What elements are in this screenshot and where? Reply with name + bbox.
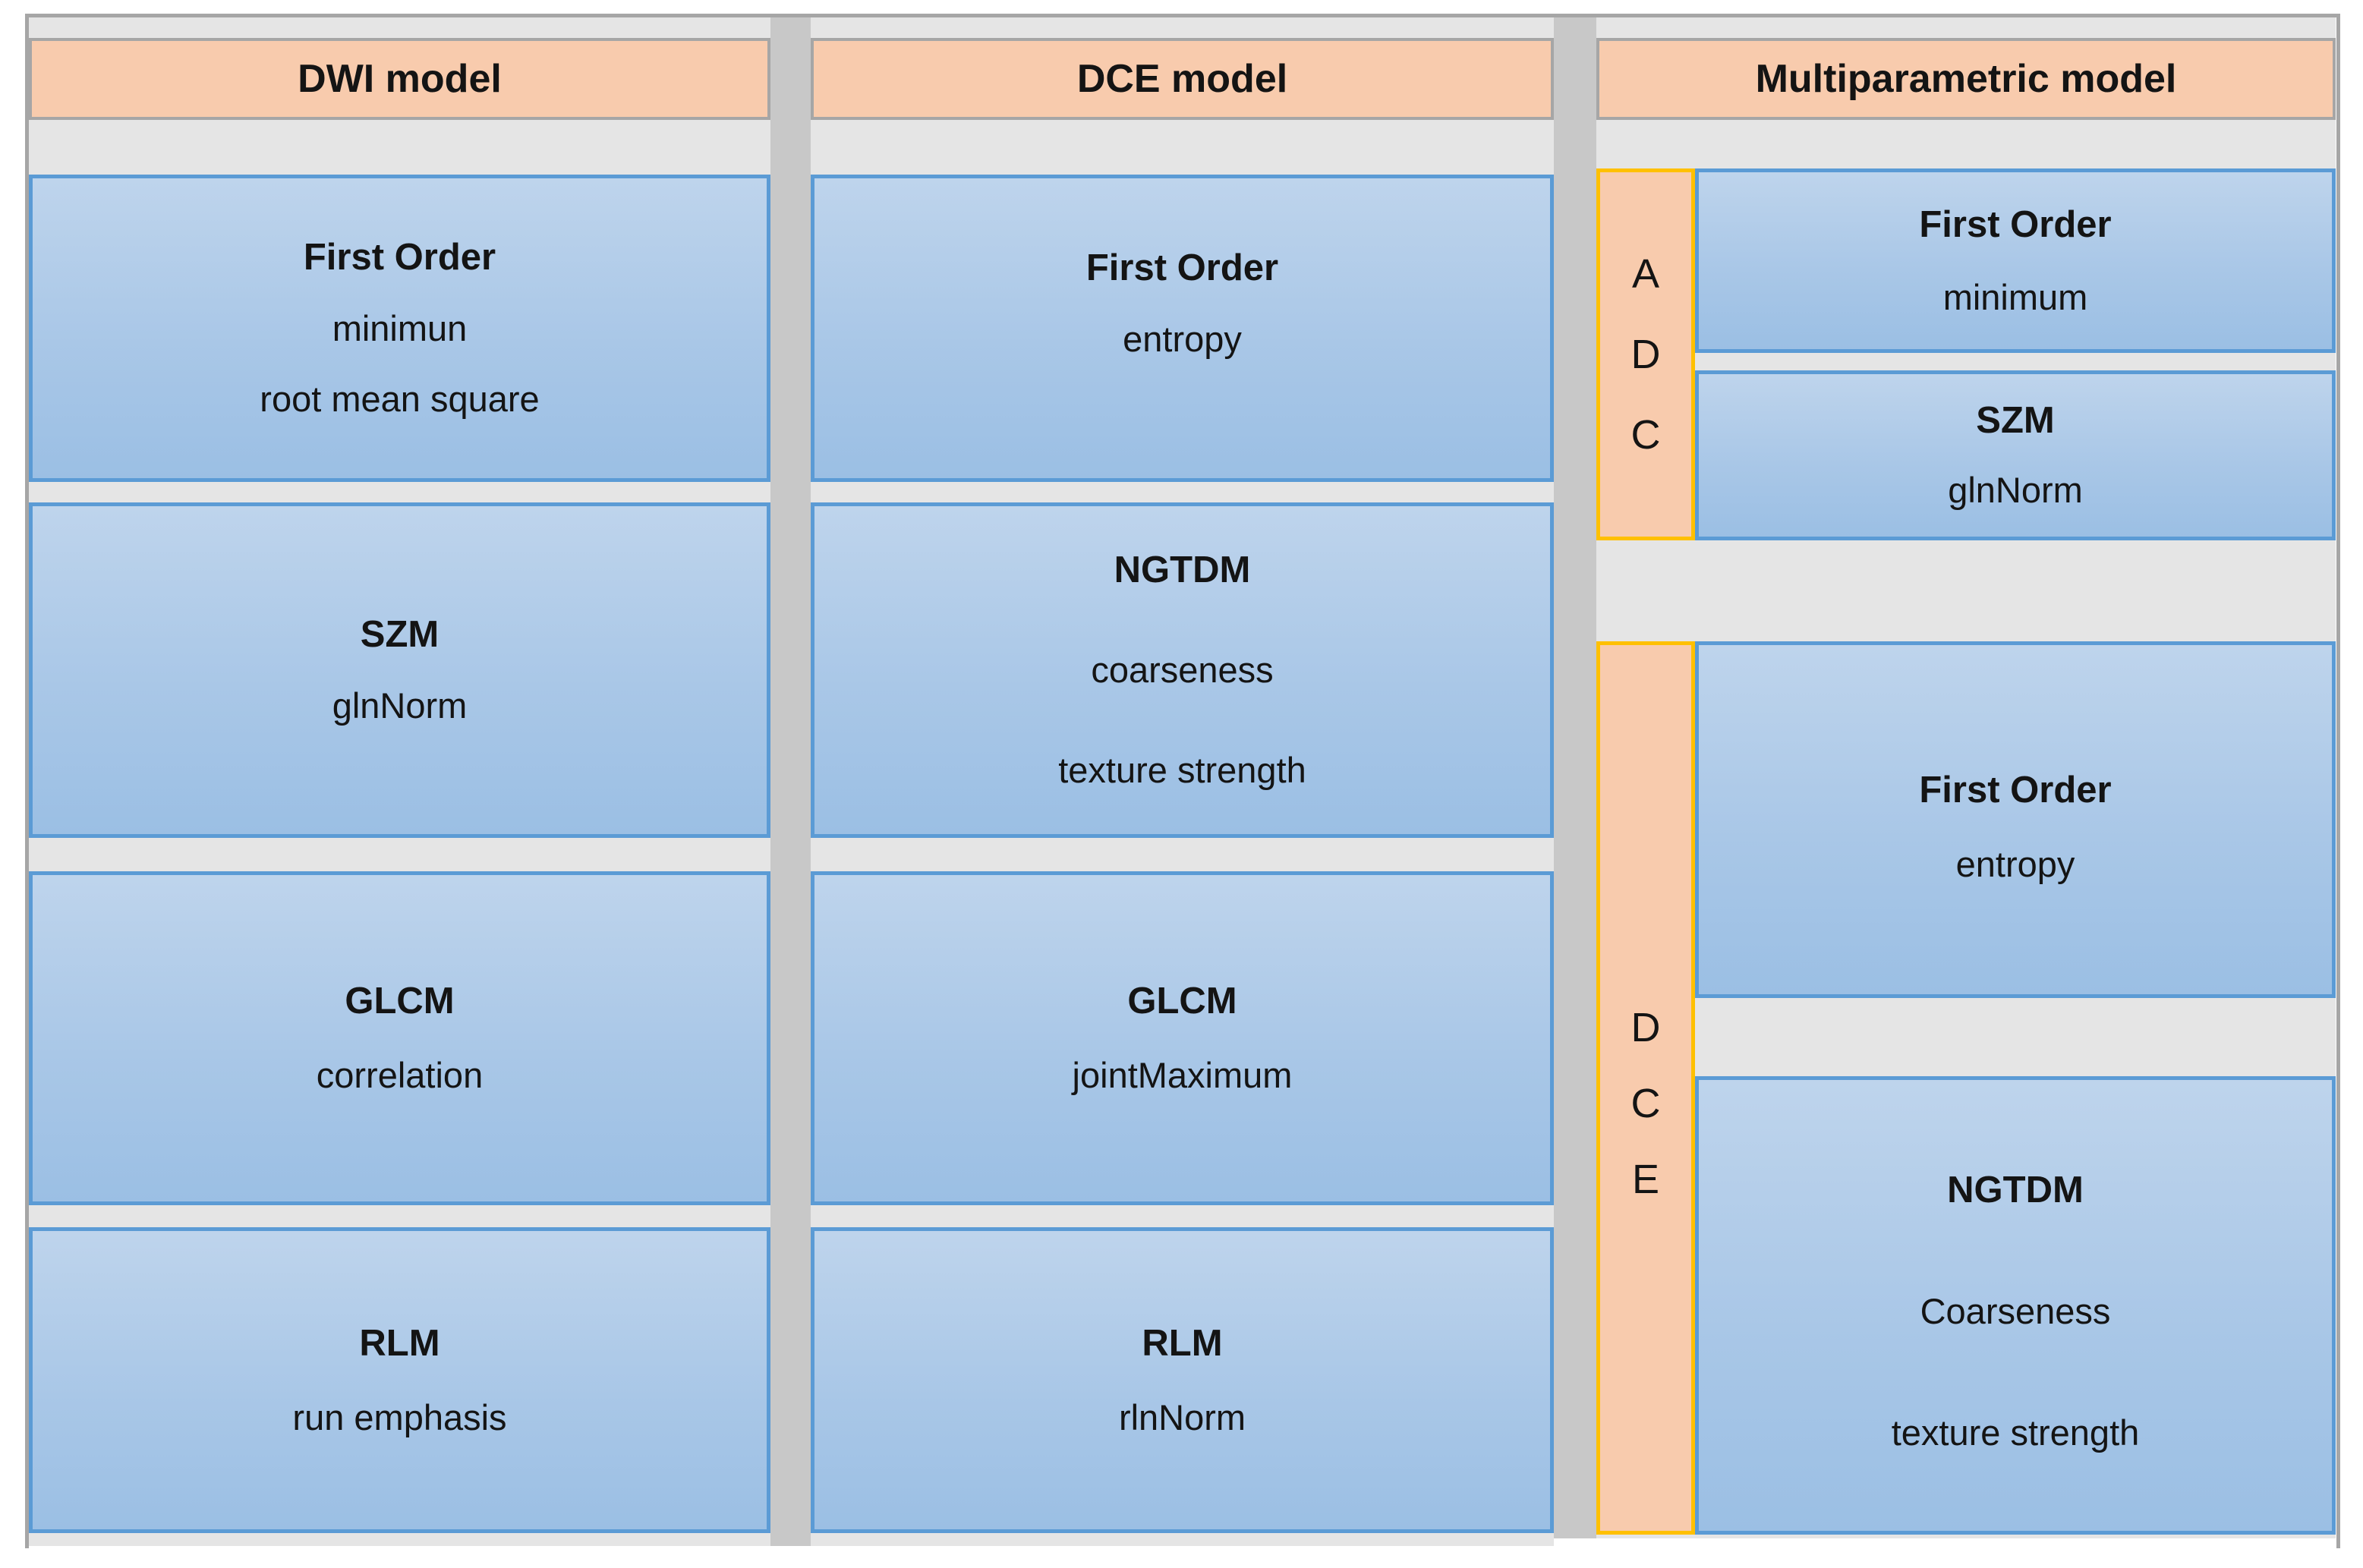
dce-letter-d: D: [1630, 1004, 1661, 1050]
dce-ngtdm-feature-1: coarseness: [1091, 650, 1274, 690]
dce-rlm-box: RLM rlnNorm: [811, 1227, 1554, 1533]
multiparametric-model-header: Multiparametric model: [1596, 38, 2336, 120]
dwi-first-order-box: First Order minimun root mean square: [29, 175, 770, 482]
dwi-rlm-title: RLM: [359, 1322, 440, 1364]
dce-rlm-feature-1: rlnNorm: [1118, 1396, 1246, 1437]
dce-ngtdm-title: NGTDM: [1114, 549, 1251, 590]
dce-ngtdm-feature-2: texture strength: [1058, 750, 1306, 790]
dce-modality-strip: D C E: [1596, 641, 1695, 1535]
dwi-first-order-title: First Order: [303, 237, 496, 278]
mp-adc-szm-box: SZM glnNorm: [1695, 370, 2336, 540]
dwi-rlm-feature-1: run emphasis: [292, 1396, 507, 1437]
dce-glcm-title: GLCM: [1127, 981, 1237, 1022]
dwi-glcm-title: GLCM: [345, 981, 455, 1022]
figure-frame: [25, 14, 2340, 1548]
adc-modality-strip: A D C: [1596, 168, 1695, 540]
dwi-glcm-box: GLCM correlation: [29, 871, 770, 1205]
dce-ngtdm-box: NGTDM coarseness texture strength: [811, 502, 1554, 838]
dwi-model-header: DWI model: [29, 38, 770, 120]
multiparametric-model-header-label: Multiparametric model: [1755, 57, 2177, 101]
mp-adc-first-order-title: First Order: [1919, 203, 2112, 245]
dwi-glcm-feature-1: correlation: [316, 1055, 484, 1095]
dwi-rlm-box: RLM run emphasis: [29, 1227, 770, 1533]
mp-dce-ngtdm-title: NGTDM: [1947, 1170, 2084, 1211]
mp-adc-szm-feature-1: glnNorm: [1948, 470, 2083, 510]
dwi-model-header-label: DWI model: [298, 57, 502, 101]
adc-letter-c: C: [1630, 412, 1661, 458]
mp-dce-ngtdm-feature-2: texture strength: [1891, 1412, 2140, 1453]
dce-model-header: DCE model: [811, 38, 1554, 120]
dce-model-header-label: DCE model: [1076, 57, 1288, 101]
dce-first-order-feature-1: entropy: [1123, 319, 1242, 359]
dce-glcm-feature-1: jointMaximum: [1072, 1055, 1293, 1095]
dwi-szm-feature-1: glnNorm: [332, 685, 468, 726]
adc-letter-d: D: [1630, 332, 1661, 377]
dwi-first-order-feature-1: minimun: [332, 308, 468, 348]
mp-adc-szm-title: SZM: [1976, 400, 2055, 441]
mp-dce-first-order-title: First Order: [1919, 770, 2112, 811]
dwi-szm-title: SZM: [360, 614, 440, 655]
dce-letter-c: C: [1630, 1080, 1661, 1126]
dce-letter-e: E: [1631, 1156, 1660, 1202]
dwi-first-order-feature-2: root mean square: [260, 379, 540, 419]
dce-rlm-title: RLM: [1142, 1322, 1223, 1364]
mp-dce-ngtdm-feature-1: Coarseness: [1920, 1291, 2111, 1331]
adc-letter-a: A: [1631, 251, 1660, 297]
dce-first-order-title: First Order: [1085, 247, 1279, 288]
column-divider-2: [1554, 17, 1596, 1538]
dce-first-order-box: First Order entropy: [811, 175, 1554, 482]
dwi-szm-box: SZM glnNorm: [29, 502, 770, 838]
mp-dce-first-order-feature-1: entropy: [1955, 844, 2075, 884]
dce-glcm-box: GLCM jointMaximum: [811, 871, 1554, 1205]
column-divider-1: [770, 17, 811, 1546]
mp-adc-first-order-box: First Order minimum: [1695, 168, 2336, 353]
mp-dce-first-order-box: First Order entropy: [1695, 641, 2336, 998]
mp-dce-ngtdm-box: NGTDM Coarseness texture strength: [1695, 1076, 2336, 1535]
mp-adc-first-order-feature-1: minimum: [1942, 276, 2088, 317]
